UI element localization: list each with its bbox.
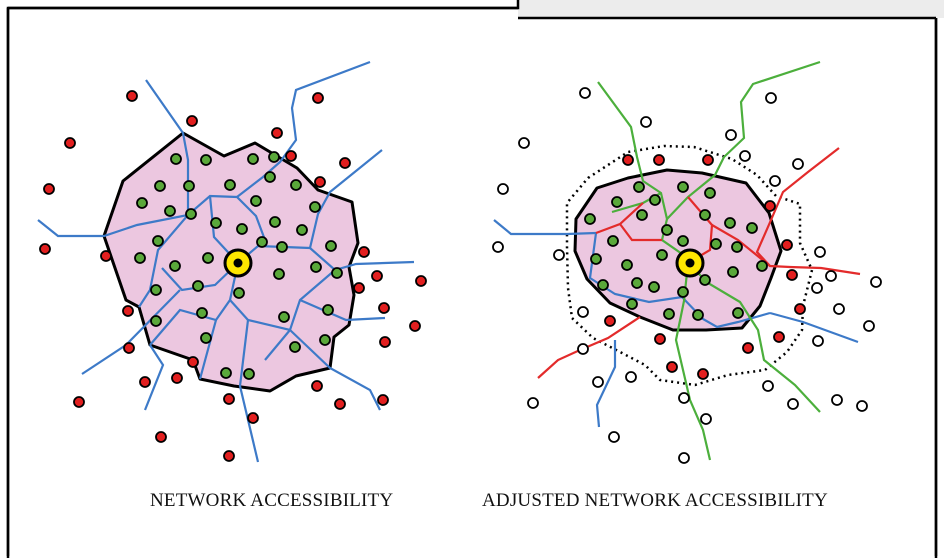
left-panel <box>37 60 427 463</box>
center-marker-icon <box>675 248 705 278</box>
right-panel-caption: ADJUSTED NETWORK ACCESSIBILITY <box>482 490 828 511</box>
accessible-points <box>134 151 343 380</box>
left-panel-caption: NETWORK ACCESSIBILITY <box>150 490 394 511</box>
unreached-points <box>492 87 882 464</box>
center-marker-icon <box>223 248 253 278</box>
accessible-points <box>584 181 768 321</box>
inaccessible-points <box>39 90 427 462</box>
right-panel <box>492 60 882 464</box>
corner-shade <box>518 0 944 18</box>
inaccessible-points <box>604 154 806 380</box>
